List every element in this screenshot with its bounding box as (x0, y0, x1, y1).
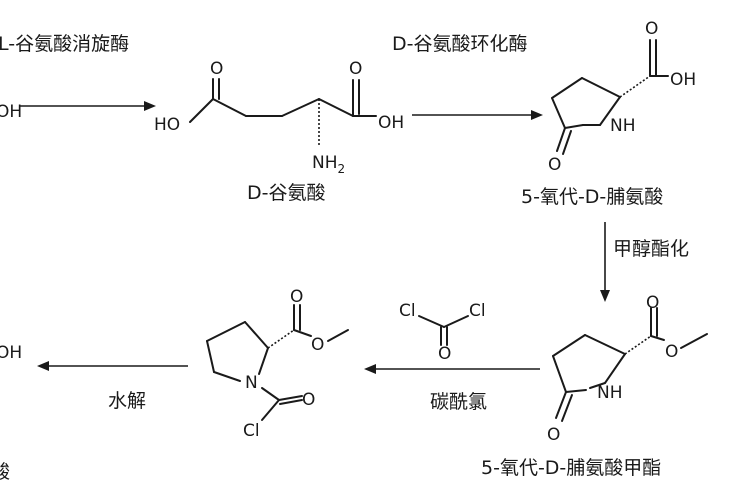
atom-label-n: N (245, 373, 258, 393)
atom-label-o: O (349, 59, 362, 79)
reaction-arrow-3 (600, 222, 610, 302)
reaction-arrow-1 (20, 101, 156, 111)
atom-label-o: O (210, 59, 223, 79)
compound-name-partial-tail: 酸 (0, 461, 10, 483)
compound-name-oxo-d-proline: 5-氧代-D-脯氨酸 (521, 186, 663, 208)
atom-label-o: O (311, 335, 324, 355)
atom-label-cl: Cl (469, 301, 486, 321)
atom-label-o: O (645, 19, 658, 39)
atom-label-o: O (665, 342, 678, 362)
structure-d-glutamic-acid: HO O O OH NH2 (154, 59, 404, 176)
atom-label-o: O (548, 155, 561, 175)
reagent-phosgene: 碳酰氯 (430, 391, 487, 413)
atom-label-nh: NH (610, 116, 636, 136)
reaction-arrow-4 (364, 364, 540, 374)
reaction-arrow-2 (412, 110, 543, 120)
atom-label-o: O (547, 425, 560, 445)
atom-label-o: O (438, 344, 451, 364)
reagent-l-glutamate-racemase: L-谷氨酸消旋酶 (0, 33, 129, 55)
atom-label-nh: NH (597, 383, 623, 403)
reaction-arrow-5 (37, 361, 188, 371)
atom-label-cl: Cl (399, 301, 416, 321)
atom-label-final-oh: OH (0, 343, 22, 363)
atom-label-o: O (302, 390, 315, 410)
atom-label-nh2: NH2 (312, 153, 345, 176)
atom-label-o: O (290, 287, 303, 307)
structure-oxo-d-proline-methyl-ester: O NH O O (547, 293, 708, 445)
atom-label-oh: OH (378, 113, 404, 133)
structure-n-chlorocarbonyl-proline-ester: N O O O Cl (206, 287, 349, 441)
atom-label-ho: HO (154, 115, 180, 135)
atom-label-start-oh: OH (0, 102, 22, 122)
atom-label-o: O (646, 293, 659, 313)
structure-phosgene: Cl Cl O (399, 301, 486, 364)
structure-oxo-d-proline: O NH O OH (548, 19, 696, 175)
reagent-hydrolysis: 水解 (108, 390, 146, 412)
atom-label-oh: OH (670, 70, 696, 90)
compound-name-oxo-d-proline-methyl-ester: 5-氧代-D-脯氨酸甲酯 (481, 457, 661, 479)
atom-label-cl: Cl (243, 421, 260, 441)
reagent-methanol-esterification: 甲醇酯化 (613, 238, 689, 260)
reagent-d-glutamate-cyclase: D-谷氨酸环化酶 (392, 33, 528, 55)
compound-name-d-glutamic-acid: D-谷氨酸 (247, 182, 326, 204)
